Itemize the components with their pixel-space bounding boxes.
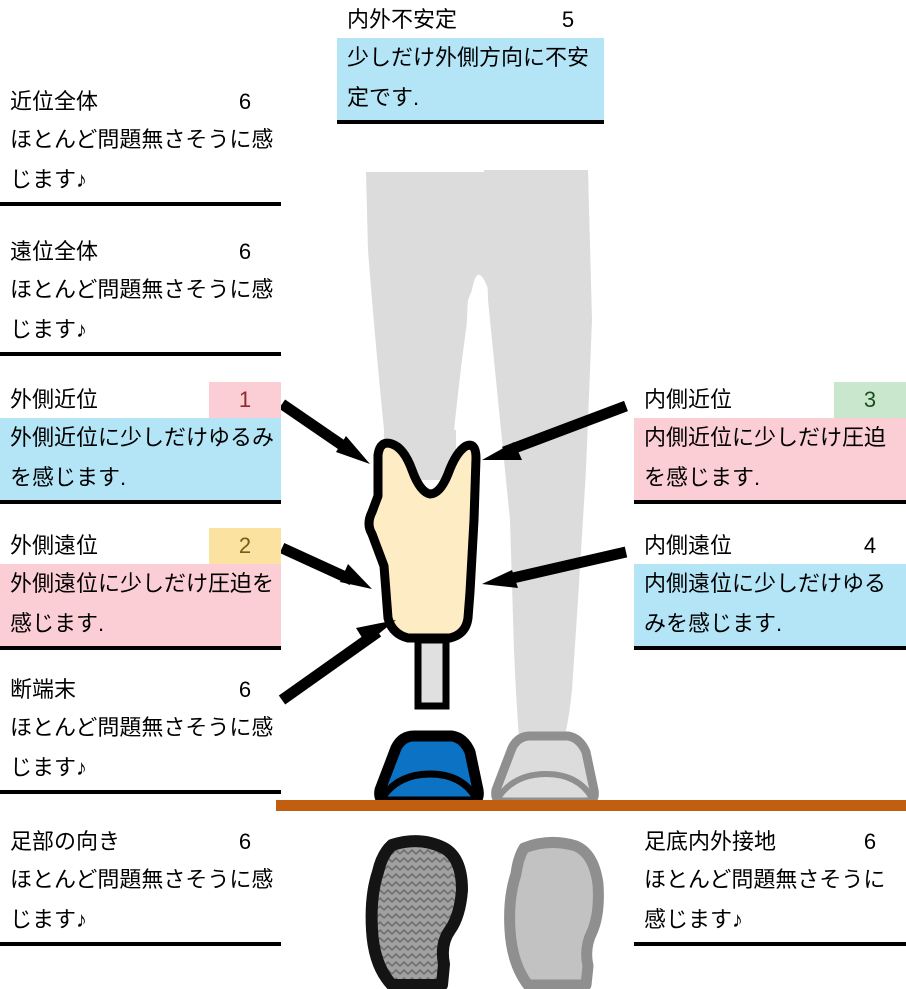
annotation-comment: 内側遠位に少しだけゆるみを感じます.	[634, 564, 906, 646]
annotation-title: 内外不安定	[347, 7, 458, 32]
intact-leg	[484, 170, 592, 752]
annotation-score-badge: 3	[834, 382, 906, 418]
pylon	[414, 636, 450, 710]
annotation-header: 足底内外接地 6	[634, 824, 906, 860]
annotation-comment: 外側近位に少しだけゆるみを感じます.	[0, 418, 281, 500]
annotation-plantar-contact[interactable]: 足底内外接地 6 ほとんど問題無さそうに感じます♪	[634, 824, 906, 946]
annotation-score-badge: 2	[209, 528, 281, 564]
annotation-medial-distal[interactable]: 内側遠位 4 内側遠位に少しだけゆるみを感じます.	[634, 528, 906, 650]
arrow-lateral-distal	[279, 542, 372, 589]
annotation-foot-direction[interactable]: 足部の向き 6 ほとんど問題無さそうに感じます♪	[0, 824, 281, 946]
annotation-header: 近位全体 6	[0, 84, 281, 120]
natural-shoe	[491, 731, 599, 807]
annotation-header: 遠位全体 6	[0, 234, 281, 270]
annotation-comment: ほとんど問題無さそうに感じます♪	[644, 867, 886, 932]
annotation-comment: ほとんど問題無さそうに感じます♪	[10, 867, 274, 932]
arrow-medial-distal	[482, 546, 628, 588]
annotation-score: 6	[238, 829, 252, 854]
annotation-divider	[0, 202, 281, 206]
annotation-header: 外側遠位 2	[0, 528, 281, 564]
annotation-score: 5	[561, 7, 575, 32]
annotation-distal-overall[interactable]: 遠位全体 6 ほとんど問題無さそうに感じます♪	[0, 234, 281, 356]
arrow-medial-proximal	[482, 400, 628, 460]
annotation-divider	[634, 942, 906, 946]
annotation-lateral-proximal[interactable]: 外側近位 1 外側近位に少しだけゆるみを感じます.	[0, 382, 281, 504]
shorts	[366, 172, 590, 450]
annotation-score: 6	[238, 677, 252, 702]
annotation-score-badge: 1	[209, 382, 281, 418]
annotation-proximal-overall[interactable]: 近位全体 6 ほとんど問題無さそうに感じます♪	[0, 84, 281, 206]
prosthetic-sole-print	[365, 835, 468, 989]
annotation-comment: ほとんど問題無さそうに感じます♪	[10, 127, 274, 192]
annotation-divider	[0, 942, 281, 946]
annotation-title: 足部の向き	[10, 829, 121, 854]
annotation-header: 内外不安定 5	[337, 2, 604, 38]
annotation-header: 断端末 6	[0, 672, 281, 708]
residual-limb	[384, 430, 456, 480]
annotation-comment: 少しだけ外側方向に不安定です.	[337, 38, 604, 120]
annotation-mediolateral-instability[interactable]: 内外不安定 5 少しだけ外側方向に不安定です.	[337, 2, 604, 124]
annotation-divider	[634, 646, 906, 650]
annotation-score: 6	[238, 89, 252, 114]
annotation-title: 近位全体	[10, 89, 99, 114]
annotation-lateral-distal[interactable]: 外側遠位 2 外側遠位に少しだけ圧迫を感じます.	[0, 528, 281, 650]
annotation-comment: 内側近位に少しだけ圧迫を感じます.	[634, 418, 906, 500]
annotation-title: 遠位全体	[10, 239, 99, 264]
annotation-header: 内側遠位 4	[634, 528, 906, 564]
annotation-header: 内側近位 3	[634, 382, 906, 418]
annotation-title: 外側遠位	[10, 533, 99, 558]
annotation-title: 内側近位	[644, 387, 733, 412]
annotation-divider	[0, 790, 281, 794]
annotation-divider	[0, 646, 281, 650]
annotation-header: 足部の向き 6	[0, 824, 281, 860]
arrow-lateral-proximal	[278, 399, 370, 464]
annotation-score: 6	[863, 829, 877, 854]
annotation-comment: ほとんど問題無さそうに感じます♪	[10, 715, 274, 780]
natural-sole-print	[504, 837, 604, 989]
annotation-divider	[634, 500, 906, 504]
annotation-comment: ほとんど問題無さそうに感じます♪	[10, 277, 274, 342]
annotation-stump-end[interactable]: 断端末 6 ほとんど問題無さそうに感じます♪	[0, 672, 281, 794]
arrow-stump-end	[278, 620, 396, 705]
annotation-score: 6	[238, 239, 252, 264]
annotation-title: 断端末	[10, 677, 77, 702]
annotation-medial-proximal[interactable]: 内側近位 3 内側近位に少しだけ圧迫を感じます.	[634, 382, 906, 504]
prosthetic-shoe	[374, 730, 484, 808]
annotation-title: 外側近位	[10, 387, 99, 412]
annotation-divider	[0, 352, 281, 356]
annotation-title: 内側遠位	[644, 533, 733, 558]
annotation-header: 外側近位 1	[0, 382, 281, 418]
ground-line	[276, 800, 906, 811]
annotation-divider	[337, 120, 604, 124]
annotation-title: 足底内外接地	[644, 829, 777, 854]
prosthetic-socket	[364, 438, 481, 643]
annotation-comment: 外側遠位に少しだけ圧迫を感じます.	[0, 564, 281, 646]
annotation-divider	[0, 500, 281, 504]
annotation-score: 4	[863, 533, 877, 558]
